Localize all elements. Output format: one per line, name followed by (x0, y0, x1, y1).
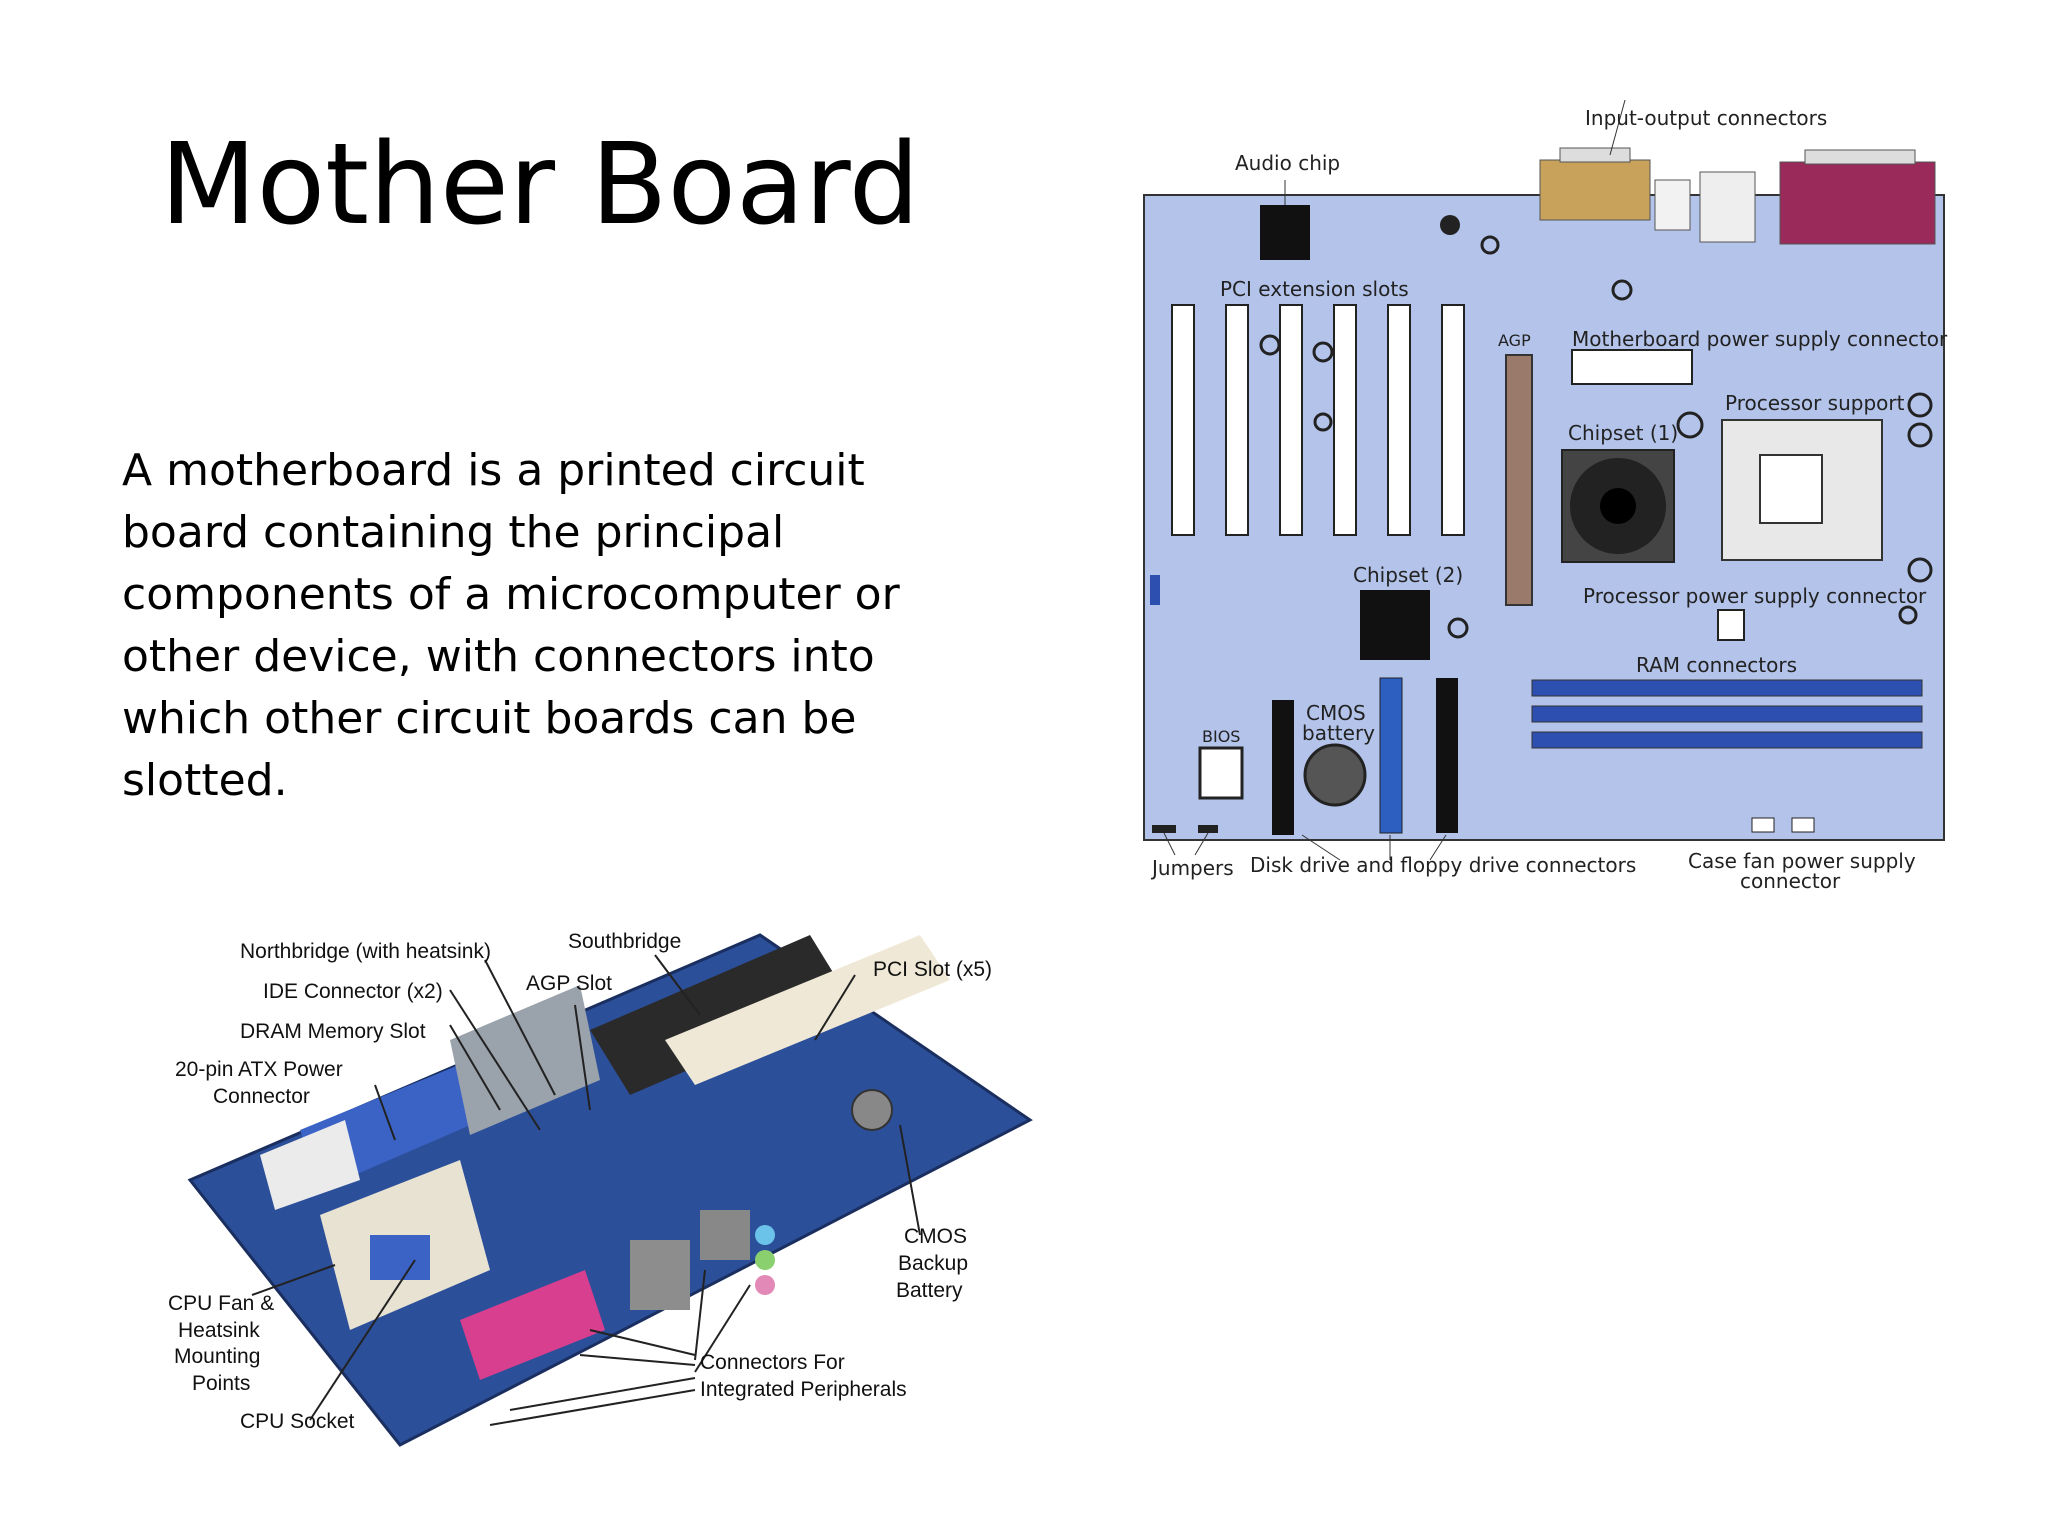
label-processor-support: Processor support (1725, 391, 1905, 415)
photo-label-agp: AGP Slot (526, 972, 612, 995)
photo-label-southbridge: Southbridge (568, 930, 681, 953)
label-pci-slots: PCI extension slots (1220, 277, 1409, 301)
label-bios: BIOS (1202, 727, 1240, 746)
motherboard-photo: Northbridge (with heatsink) Southbridge … (168, 930, 1033, 1447)
photo-heatsink (450, 985, 600, 1135)
photo-label-cpu-fan-3: Mounting (174, 1345, 260, 1368)
ram-slots (1531, 679, 1923, 749)
label-chipset-1: Chipset (1) (1568, 421, 1678, 445)
photo-label-atx-1: 20-pin ATX Power (175, 1058, 343, 1081)
photo-label-connectors-1: Connectors For (700, 1351, 845, 1374)
label-mb-power: Motherboard power supply connector (1572, 327, 1948, 351)
photo-label-pci: PCI Slot (x5) (873, 958, 992, 981)
floppy-connector (1436, 678, 1458, 833)
label-case-fan-1: Case fan power supply (1688, 849, 1916, 873)
photo-label-dram: DRAM Memory Slot (240, 1020, 426, 1043)
label-cmos-1: CMOS (1306, 701, 1366, 725)
photo-label-cmos-2: Backup (898, 1252, 968, 1275)
photo-label-cpu-fan-4: Points (192, 1372, 250, 1395)
label-chipset-2: Chipset (2) (1353, 563, 1463, 587)
photo-label-atx-2: Connector (213, 1085, 310, 1108)
label-io-connectors: Input-output connectors (1585, 106, 1827, 130)
photo-pci-slots (665, 935, 950, 1085)
photo-label-cmos-3: Battery (896, 1279, 963, 1302)
photo-io-ports (460, 1270, 605, 1380)
photo-label-northbridge: Northbridge (with heatsink) (240, 940, 491, 963)
photo-label-cpu-fan-1: CPU Fan & (168, 1292, 274, 1315)
ide-connector-2 (1379, 677, 1403, 834)
motherboard-diagram: Input-output connectors Audio chip PCI e… (1143, 100, 1948, 893)
label-agp: AGP (1498, 331, 1531, 350)
photo-agp-slot (590, 935, 850, 1095)
photo-leader-lines (251, 954, 921, 1426)
slide-body-text: A motherboard is a printed circuit board… (122, 445, 900, 806)
photo-label-cpu-fan-2: Heatsink (178, 1319, 260, 1342)
io-connectors (1539, 147, 1936, 245)
label-ram: RAM connectors (1636, 653, 1797, 677)
photo-label-cmos-1: CMOS (904, 1225, 967, 1248)
photo-label-cpu-socket: CPU Socket (240, 1410, 355, 1433)
motherboard-power-connector (1571, 349, 1693, 385)
label-case-fan-2: connector (1740, 869, 1841, 893)
bios-chip (1198, 746, 1244, 800)
photo-label-connectors-2: Integrated Peripherals (700, 1378, 907, 1401)
agp-slot (1505, 354, 1533, 606)
label-jumpers: Jumpers (1150, 856, 1234, 880)
label-audio-chip: Audio chip (1235, 151, 1340, 175)
photo-label-ide: IDE Connector (x2) (263, 980, 443, 1003)
chipset-2 (1360, 590, 1430, 660)
label-disk-connectors: Disk drive and floppy drive connectors (1250, 853, 1636, 877)
label-cmos-2: battery (1302, 721, 1375, 745)
pci-slots (1171, 304, 1465, 536)
label-processor-power: Processor power supply connector (1583, 584, 1927, 608)
audio-chip (1260, 205, 1310, 260)
ide-connector-1 (1272, 700, 1294, 835)
slide-title: Mother Board (160, 120, 920, 250)
cmos-battery (1303, 743, 1367, 807)
